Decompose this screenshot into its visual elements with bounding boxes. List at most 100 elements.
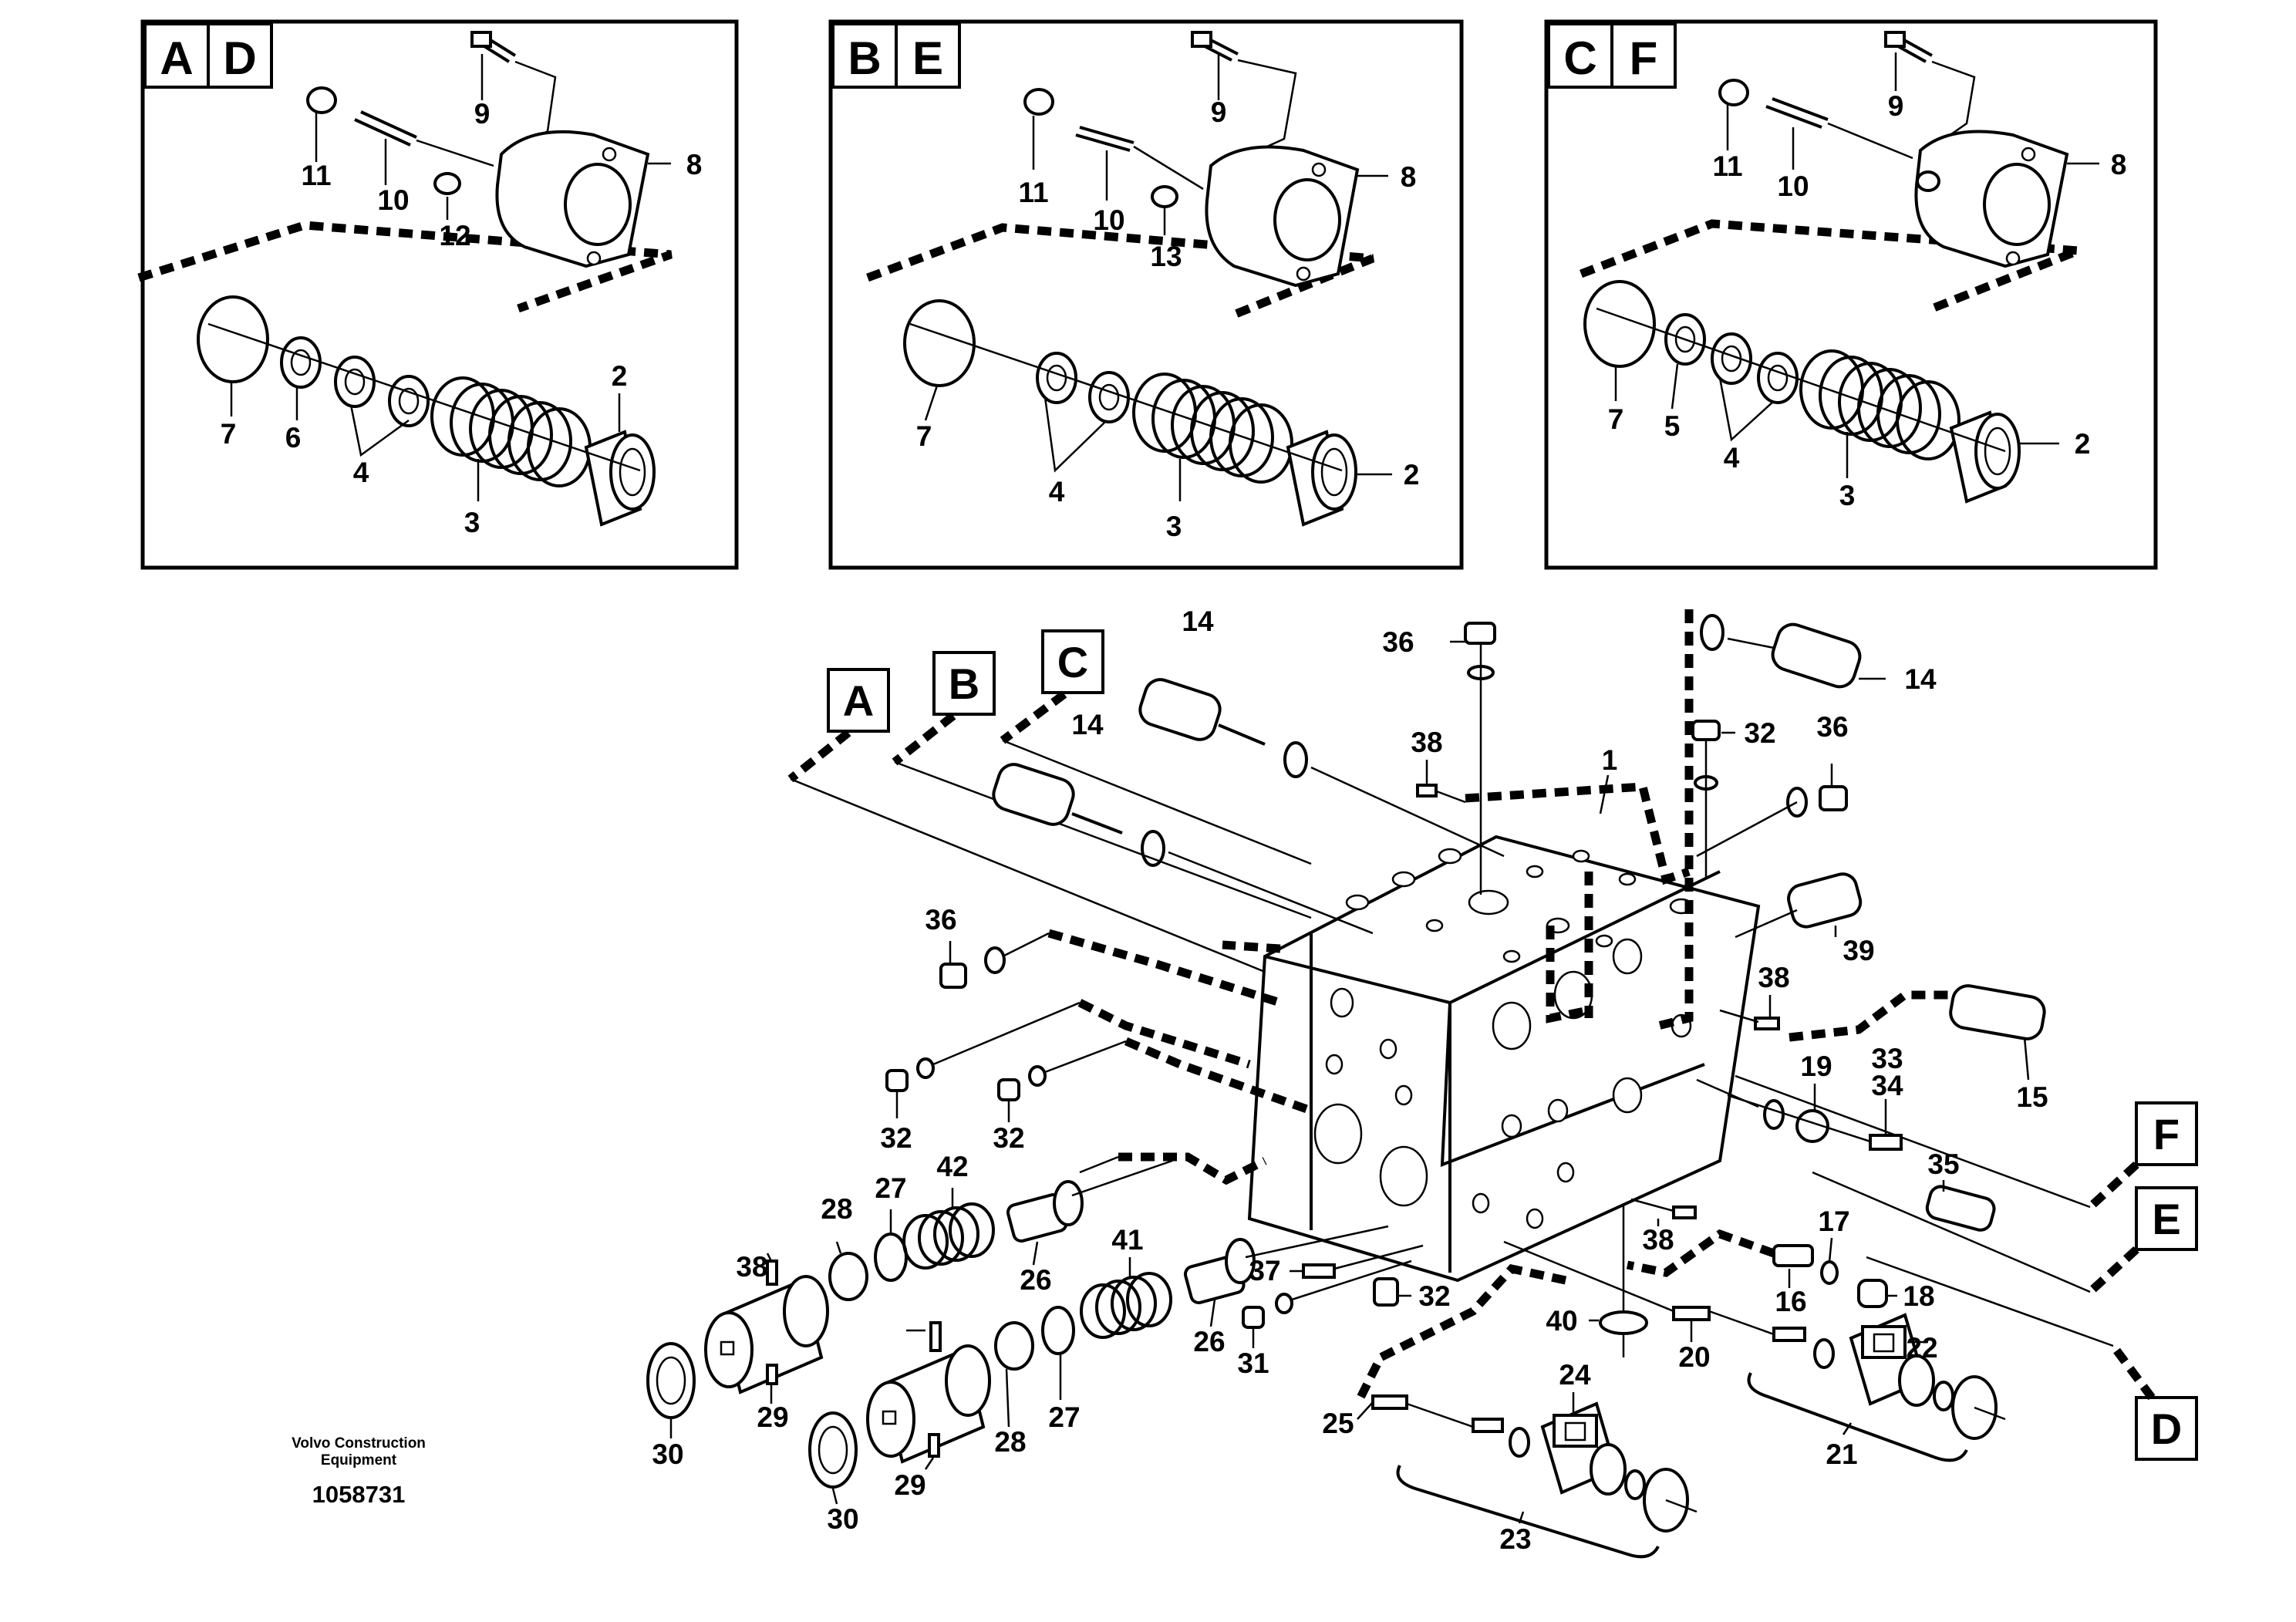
label-38: 38 xyxy=(1642,1224,1674,1256)
label-38: 38 xyxy=(1758,962,1789,993)
detail-box-cf: C F 9 11 10 8 7 5 xyxy=(1544,19,2158,570)
label-40: 40 xyxy=(1546,1305,1577,1337)
valve-housing-29-upper xyxy=(704,1259,829,1394)
label-13: 13 xyxy=(1150,241,1182,272)
label-29: 29 xyxy=(894,1469,925,1501)
label-4: 4 xyxy=(1724,442,1740,474)
label-32: 32 xyxy=(880,1122,912,1154)
cartridge-valve-14-right xyxy=(1700,614,1886,689)
detail-box-be: B E 9 11 10 13 8 7 xyxy=(828,19,1464,570)
drawing-number: 1058731 xyxy=(312,1481,406,1508)
box-letter-b: B xyxy=(848,32,881,84)
label-14: 14 xyxy=(1071,709,1104,740)
o-ring xyxy=(903,299,976,387)
label-10: 10 xyxy=(377,184,409,216)
label-2: 2 xyxy=(612,360,628,392)
label-38: 38 xyxy=(1411,727,1442,758)
label-21: 21 xyxy=(1826,1438,1857,1470)
label-22: 22 xyxy=(1906,1332,1937,1364)
box-letter-a: A xyxy=(160,32,193,84)
label-16: 16 xyxy=(1775,1286,1806,1317)
callout-c: C xyxy=(1057,638,1088,686)
label-24: 24 xyxy=(1559,1359,1591,1391)
label-42: 42 xyxy=(936,1151,968,1182)
box-letter-c: C xyxy=(1563,32,1596,84)
label-19: 19 xyxy=(1800,1050,1832,1082)
label-7: 7 xyxy=(221,418,237,450)
label-36: 36 xyxy=(1382,626,1414,658)
label-35: 35 xyxy=(1927,1148,1959,1180)
label-3: 3 xyxy=(1839,480,1856,511)
washer xyxy=(306,86,337,114)
plug xyxy=(433,172,461,195)
solenoid-22 xyxy=(1849,1313,1935,1407)
label-28: 28 xyxy=(994,1426,1026,1458)
box-letter-f: F xyxy=(1630,32,1658,84)
label-37: 37 xyxy=(1249,1255,1280,1286)
spool-41-spring xyxy=(1080,1238,1256,1339)
callout-e: E xyxy=(2152,1195,2180,1243)
label-38: 38 xyxy=(736,1251,767,1283)
label-27: 27 xyxy=(875,1172,906,1204)
label-32: 32 xyxy=(1744,717,1775,749)
label-11: 11 xyxy=(301,160,331,191)
label-33: 33 xyxy=(1871,1043,1903,1074)
callout-f: F xyxy=(2153,1110,2180,1158)
label-26: 26 xyxy=(1193,1326,1225,1357)
callout-b: B xyxy=(949,659,979,708)
label-11: 11 xyxy=(1018,177,1048,208)
label-20: 20 xyxy=(1678,1341,1710,1373)
box-letter-e: E xyxy=(912,32,943,84)
label-15: 15 xyxy=(2016,1081,2048,1113)
bolt-head xyxy=(470,31,492,48)
label-10: 10 xyxy=(1093,204,1124,236)
block-ports xyxy=(1313,848,1694,1229)
lock-nut xyxy=(646,1342,696,1419)
label-14: 14 xyxy=(1904,663,1937,695)
label-30: 30 xyxy=(652,1438,683,1470)
spool-42-spring xyxy=(902,1180,1084,1270)
label-26: 26 xyxy=(1020,1264,1051,1296)
o-ring xyxy=(1599,1310,1648,1335)
detail-box-ad: A D xyxy=(137,19,739,570)
valve-housing-29-lower xyxy=(866,1321,991,1464)
label-32: 32 xyxy=(1418,1280,1450,1312)
box-letter-d: D xyxy=(223,32,256,84)
callout-d: D xyxy=(2151,1404,2182,1453)
label-14: 14 xyxy=(1182,605,1214,637)
main-assembly: A B C F E D xyxy=(646,605,2198,1559)
label-25: 25 xyxy=(1322,1408,1354,1439)
maker-line-1: Volvo Construction xyxy=(292,1435,426,1452)
label-9: 9 xyxy=(1211,96,1227,128)
label-1: 1 xyxy=(1602,744,1618,776)
label-34: 34 xyxy=(1871,1070,1903,1101)
label-9: 9 xyxy=(474,98,491,130)
cartridge-valve-14-upper xyxy=(1138,678,1505,858)
label-7: 7 xyxy=(916,420,932,452)
label-12: 12 xyxy=(439,220,470,251)
label-8: 8 xyxy=(2111,149,2127,180)
label-8: 8 xyxy=(1401,161,1417,193)
label-2: 2 xyxy=(2075,428,2091,460)
label-3: 3 xyxy=(464,507,480,538)
label-5: 5 xyxy=(1664,410,1681,442)
label-31: 31 xyxy=(1237,1347,1269,1379)
label-27: 27 xyxy=(1048,1401,1080,1433)
label-11: 11 xyxy=(1712,150,1742,182)
solenoid-24 xyxy=(1540,1401,1627,1496)
label-7: 7 xyxy=(1608,403,1624,435)
cartridge-valve-14-lower xyxy=(992,763,1374,935)
label-29: 29 xyxy=(757,1401,788,1433)
label-18: 18 xyxy=(1903,1280,1934,1312)
label-6: 6 xyxy=(285,422,302,454)
label-32: 32 xyxy=(993,1122,1024,1154)
o-ring xyxy=(1583,280,1656,368)
label-10: 10 xyxy=(1777,170,1809,202)
label-3: 3 xyxy=(1166,511,1182,542)
label-4: 4 xyxy=(1049,476,1065,508)
label-28: 28 xyxy=(821,1193,852,1225)
label-8: 8 xyxy=(686,149,703,180)
callout-a: A xyxy=(843,676,874,725)
label-23: 23 xyxy=(1499,1523,1531,1555)
